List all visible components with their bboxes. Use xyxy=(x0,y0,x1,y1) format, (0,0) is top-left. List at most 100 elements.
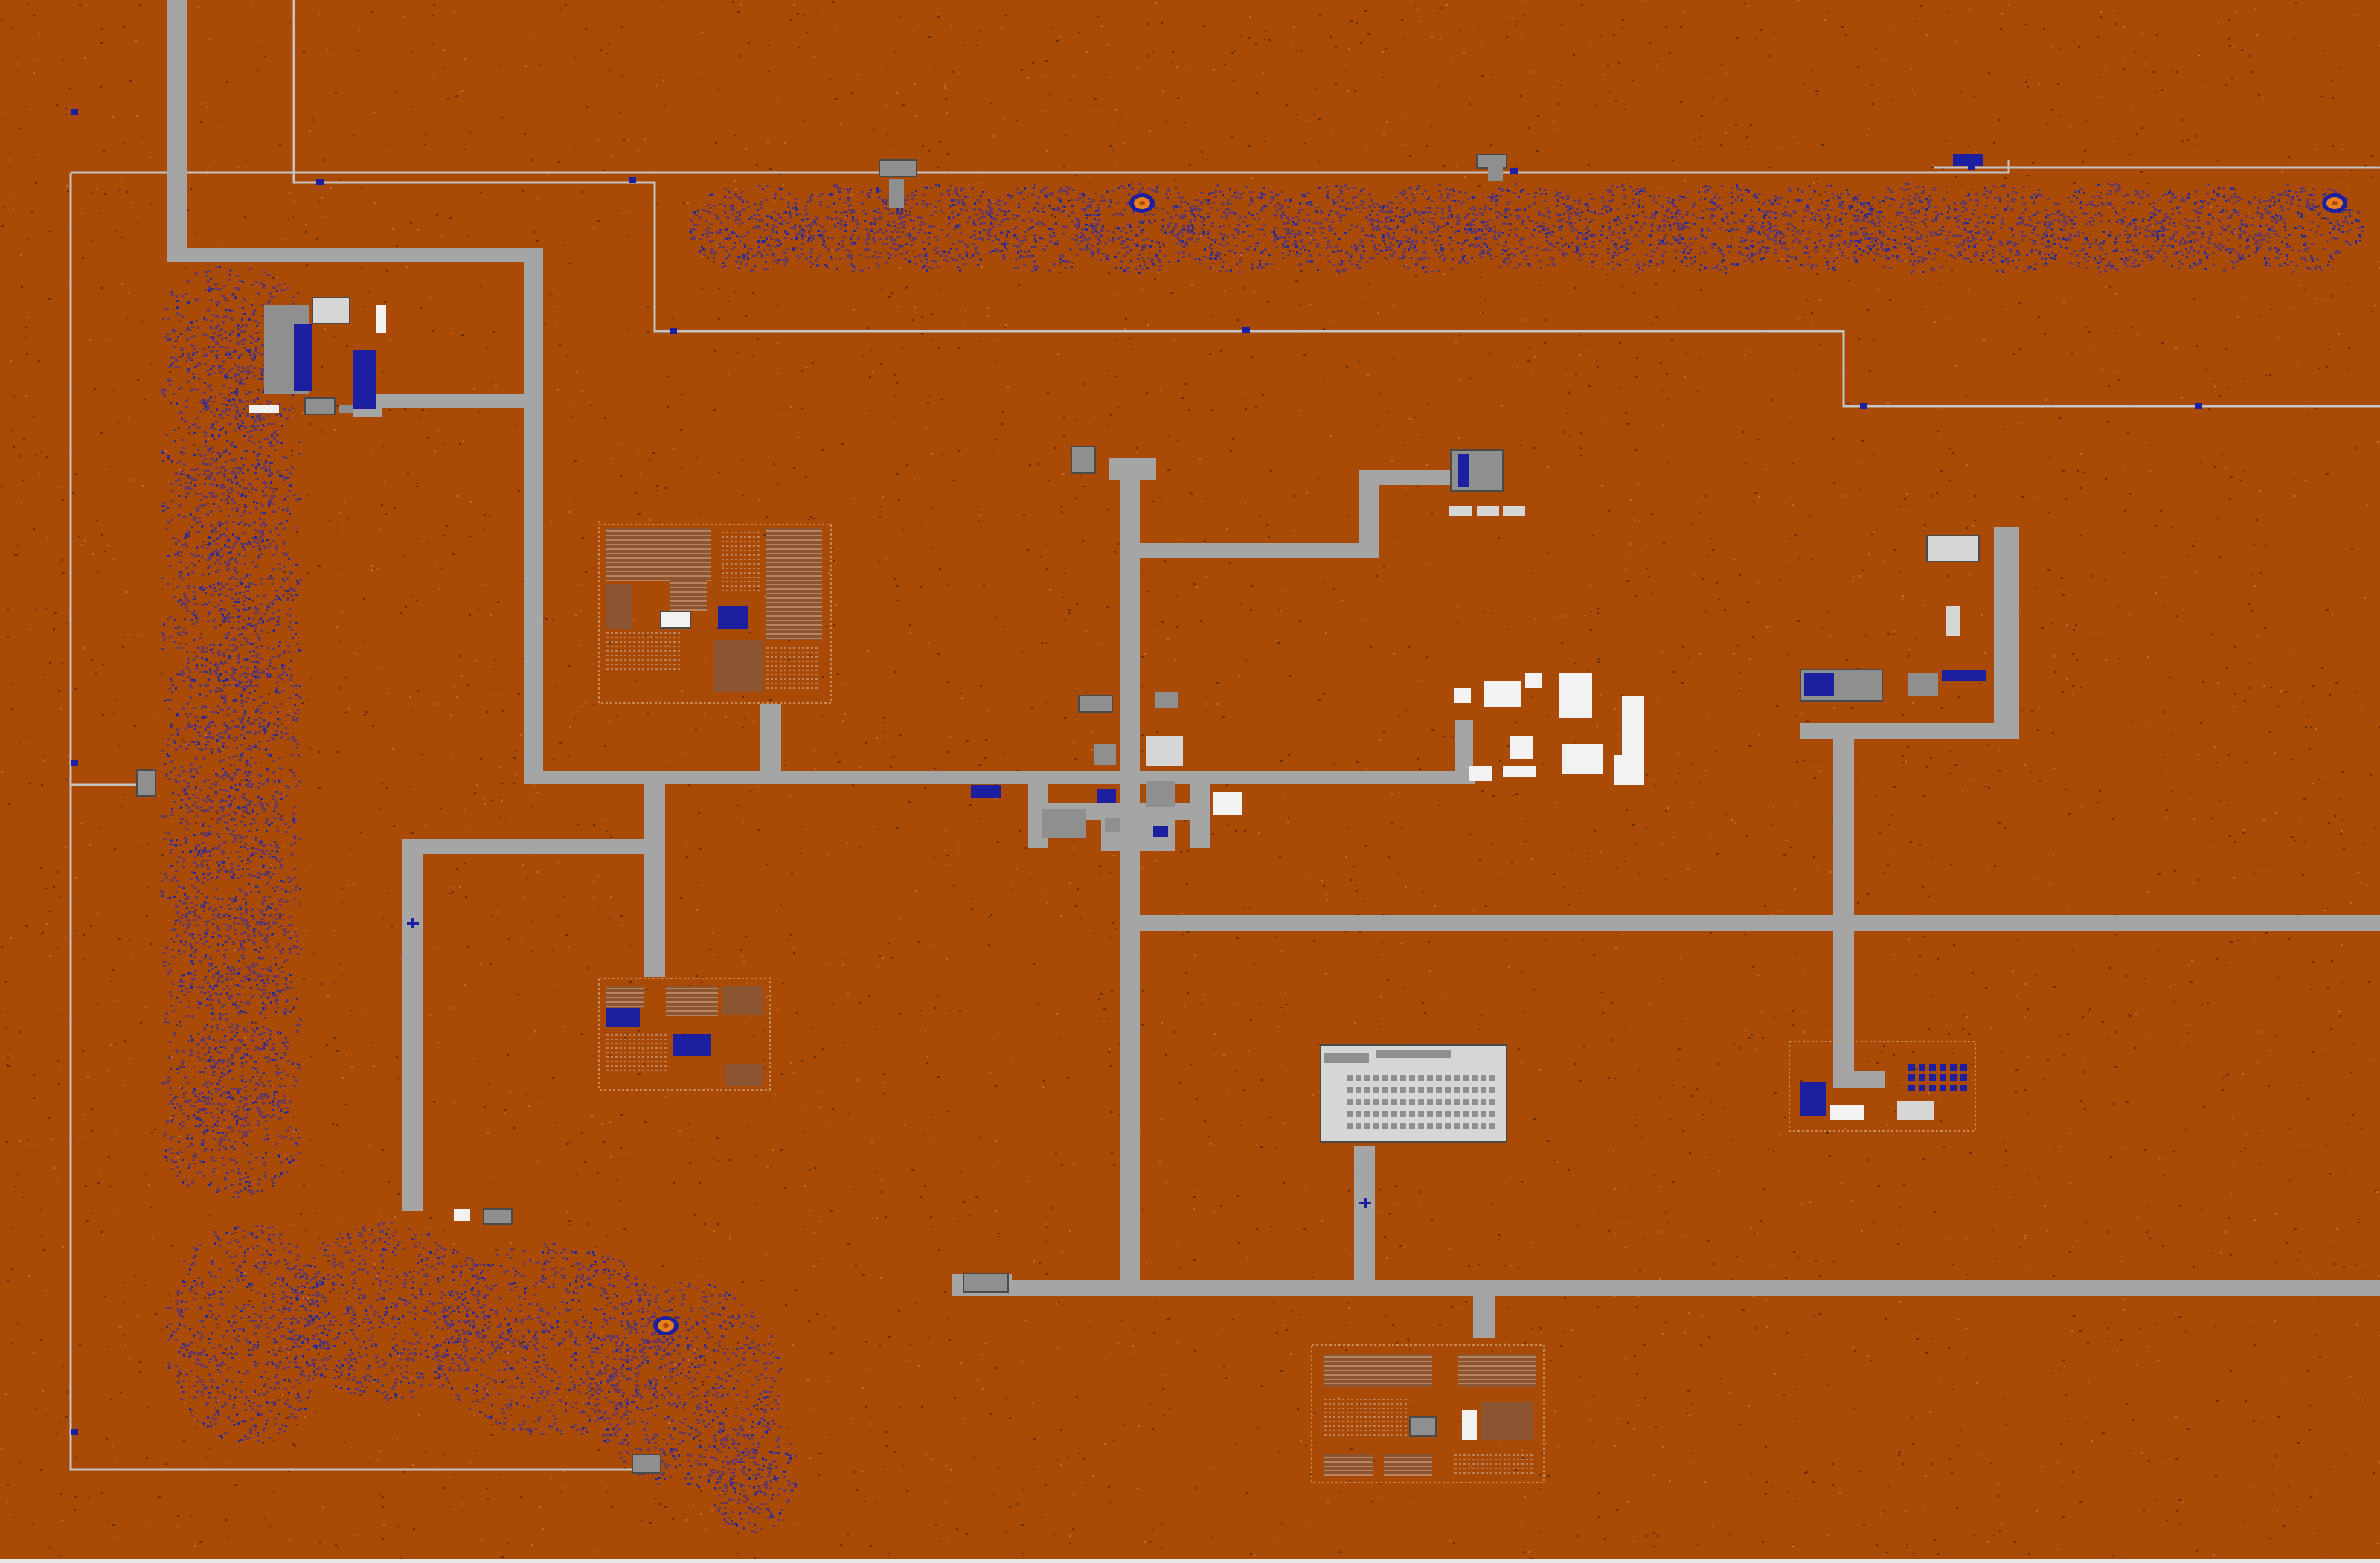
crater-center xyxy=(2332,201,2338,205)
site-boundary xyxy=(1311,1344,1545,1483)
site-boundary xyxy=(598,524,832,704)
crater-center xyxy=(663,1323,669,1328)
farm-field xyxy=(606,986,644,1008)
plant-core xyxy=(1804,673,1834,696)
rubble-top-band xyxy=(689,185,815,272)
crater xyxy=(1129,193,1155,213)
rubble-top-band-debris xyxy=(2239,184,2364,273)
farm-field xyxy=(670,580,707,611)
residence xyxy=(1503,766,1536,777)
rubble-top-band xyxy=(1464,183,1590,269)
pipe-valve xyxy=(1242,327,1250,333)
pump-stack xyxy=(889,179,904,208)
road-segment xyxy=(402,839,423,1211)
farm-plot xyxy=(1481,1402,1533,1440)
farm-field xyxy=(666,986,718,1016)
shed xyxy=(1477,506,1499,516)
pump-station xyxy=(136,769,156,797)
rubble-left-band xyxy=(161,455,301,567)
rubble-top-band xyxy=(1559,184,1687,273)
pipe-valve xyxy=(1968,164,1975,170)
field-rows xyxy=(666,988,718,1016)
rubble-corner xyxy=(284,1222,493,1401)
farm-equipment xyxy=(606,1008,640,1027)
rubble-top-band-debris xyxy=(1561,184,1687,273)
road-segment xyxy=(1190,774,1210,848)
residence xyxy=(1614,755,1644,785)
depot xyxy=(963,1273,1009,1293)
pump-station xyxy=(632,1454,661,1474)
residence xyxy=(1897,1101,1934,1120)
rubble-left-band xyxy=(162,266,301,377)
crop-dots xyxy=(606,632,680,670)
residence xyxy=(1830,1105,1864,1120)
terminal xyxy=(1324,1053,1369,1063)
pump-station xyxy=(879,159,917,177)
field-rows xyxy=(1324,1356,1432,1384)
crop-dots xyxy=(722,532,760,591)
field-rows xyxy=(1458,1356,1536,1384)
dome xyxy=(1800,1082,1826,1116)
rubble-top-band xyxy=(1657,184,1784,274)
farm-plot xyxy=(725,1064,763,1086)
rubble-top-band xyxy=(1174,184,1298,273)
road-segment xyxy=(960,1280,2380,1296)
farm-field xyxy=(1458,1354,1536,1387)
rover-unit[interactable] xyxy=(407,918,419,928)
road-segment xyxy=(353,394,543,408)
rubble-top-band xyxy=(1850,183,1978,274)
road-segment xyxy=(1359,470,1451,485)
residence xyxy=(1525,673,1542,688)
command-center xyxy=(1146,736,1183,766)
farm-field xyxy=(606,528,711,581)
farm-equipment xyxy=(718,606,748,629)
rubble-top-band-debris xyxy=(979,184,1103,272)
crop-dots xyxy=(1324,1399,1407,1436)
rubble-top-band-debris-blue xyxy=(1273,185,1395,273)
lab xyxy=(1146,781,1175,807)
rubble-fields xyxy=(160,183,2364,1533)
site-boundary xyxy=(1789,1041,1976,1132)
rubble-top-band-debris-blue xyxy=(2148,187,2263,270)
shed xyxy=(1449,506,1472,516)
farm-field xyxy=(1324,1454,1373,1476)
road-segment xyxy=(760,704,781,771)
road-segment xyxy=(1833,728,1854,1040)
crater-center xyxy=(1139,201,1145,205)
crop-dots xyxy=(1454,1454,1533,1474)
solar-panel xyxy=(1153,826,1168,837)
rubble-corner-debris xyxy=(166,1225,329,1442)
field-rows xyxy=(1384,1457,1432,1476)
rubble-left-band-debris xyxy=(160,833,300,945)
spaceport-pads xyxy=(1347,1075,1495,1129)
farm-plot xyxy=(714,640,763,692)
pipe-valve xyxy=(670,328,677,334)
farm-field xyxy=(1384,1454,1432,1476)
site-boundary xyxy=(598,978,771,1091)
rubble-corner-debris xyxy=(589,1282,780,1485)
crop-bed xyxy=(1454,1454,1533,1474)
rubble-left-band xyxy=(163,1088,301,1198)
road-segment xyxy=(1138,543,1376,558)
terminal xyxy=(1376,1050,1451,1058)
pipe-valve xyxy=(71,1429,78,1435)
antenna xyxy=(1946,606,1960,636)
field-rows xyxy=(1324,1457,1373,1476)
rubble-left-band-debris-blue xyxy=(167,266,292,377)
field-rows xyxy=(606,988,644,1007)
rubble-left-band-debris-blue xyxy=(161,398,287,504)
shed xyxy=(1503,506,1525,516)
rubble-top-band-debris xyxy=(1077,183,1204,273)
farm-field xyxy=(766,528,822,640)
road-segment xyxy=(1473,1294,1495,1338)
vehicle-bay xyxy=(971,785,1001,798)
rubble-top-band-debris xyxy=(1753,185,1880,271)
rubble-top-band-debris xyxy=(689,185,815,272)
pipe-valve xyxy=(1510,168,1518,174)
rover-unit[interactable] xyxy=(1359,1198,1371,1208)
pipe-valve xyxy=(71,109,78,115)
rubble-top-band-debris-blue xyxy=(1661,184,1782,274)
pipe-line xyxy=(292,0,640,184)
storage xyxy=(1926,535,1980,562)
